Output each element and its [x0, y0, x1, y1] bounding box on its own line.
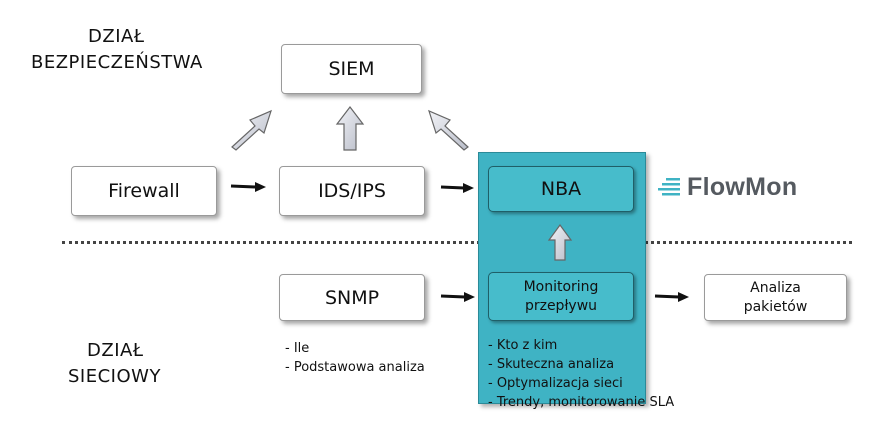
- section-divider: [62, 241, 852, 244]
- flowmon-brand: FlowMon: [687, 173, 798, 201]
- ids-ips-label: IDS/IPS: [318, 180, 386, 202]
- flow-note-item: - Trendy, monitorowanie SLA: [488, 395, 675, 410]
- packet-analysis-line2: pakietów: [743, 298, 808, 315]
- arrow-snmp-to-monitoring: [440, 292, 475, 302]
- ids-ips-box: IDS/IPS: [279, 166, 425, 216]
- block-arrow-nba-to-siem: [428, 109, 469, 151]
- flowmon-logo-icon: [658, 178, 680, 196]
- packet-analysis-line1: Analiza: [750, 279, 801, 296]
- security-label-line2: BEZPIECZEŃSTWA: [31, 52, 203, 73]
- nba-box: NBA: [488, 166, 634, 212]
- block-arrow-ids-to-siem: [335, 106, 365, 151]
- arrow-firewall-to-ids: [230, 182, 266, 192]
- flow-note-item: - Optymalizacja sieci: [488, 376, 623, 391]
- firewall-label: Firewall: [108, 180, 180, 202]
- flow-note-item: - Skuteczna analiza: [488, 357, 615, 372]
- flow-monitoring-line1: Monitoring: [523, 278, 599, 295]
- flow-monitoring-box: Monitoring przepływu: [488, 272, 634, 321]
- snmp-box: SNMP: [279, 274, 425, 321]
- network-label-line1: DZIAŁ: [87, 340, 144, 361]
- siem-box: SIEM: [281, 44, 422, 94]
- flow-notes: - Kto z kim - Skuteczna analiza - Optyma…: [488, 336, 674, 412]
- block-arrow-firewall-to-siem: [231, 109, 272, 151]
- network-department-label: DZIAŁ SIECIOWY: [68, 338, 161, 390]
- security-department-label: DZIAŁ BEZPIECZEŃSTWA: [31, 24, 203, 76]
- security-label-line1: DZIAŁ: [88, 26, 145, 47]
- snmp-notes: - Ile - Podstawowa analiza: [285, 339, 425, 377]
- snmp-note-item: - Ile: [285, 341, 310, 356]
- flow-monitoring-line2: przepływu: [524, 297, 598, 314]
- nba-label: NBA: [540, 178, 582, 200]
- arrow-ids-to-nba: [440, 183, 474, 193]
- siem-label: SIEM: [328, 58, 375, 80]
- block-arrow-monitoring-to-nba: [547, 223, 573, 261]
- arrow-monitoring-to-analysis: [654, 292, 689, 302]
- packet-analysis-box: Analiza pakietów: [704, 274, 847, 321]
- snmp-note-item: - Podstawowa analiza: [285, 360, 425, 375]
- network-label-line2: SIECIOWY: [68, 366, 161, 387]
- firewall-box: Firewall: [71, 166, 217, 216]
- flow-note-item: - Kto z kim: [488, 338, 558, 353]
- snmp-label: SNMP: [324, 286, 380, 309]
